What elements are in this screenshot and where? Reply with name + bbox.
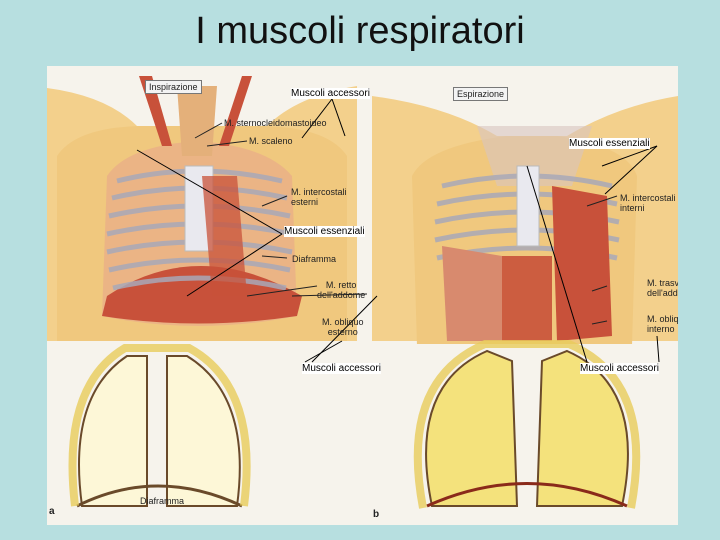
panel-letter-b: b — [373, 509, 380, 520]
label-rectus-abdominis: M. retto dell'addome — [317, 280, 366, 300]
label-diaphragm: Diaframma — [292, 254, 337, 264]
label-diaphragm-bottom: Diaframma — [140, 496, 185, 506]
label-transverse-abdominis: M. trasverso dell'addome — [647, 278, 678, 298]
annotation-essential-left: Muscoli essenziali — [284, 226, 365, 237]
annotation-accessory-top: Muscoli accessori — [291, 88, 370, 99]
annotation-accessory-center: Muscoli accessori — [302, 363, 381, 374]
inspiration-box: Inspirazione — [145, 80, 202, 94]
label-sternocleidomastoid: M. sternocleidomastoideo — [224, 118, 327, 128]
right-torso — [372, 66, 678, 346]
anatomy-illustration — [47, 66, 678, 525]
left-torso — [47, 66, 357, 341]
label-internal-intercostals: M. intercostali interni — [620, 193, 676, 213]
label-internal-oblique: M. obliquo interno — [647, 314, 678, 334]
annotation-arrows — [136, 98, 660, 363]
leader-lines — [194, 122, 618, 325]
annotation-accessory-right: Muscoli accessori — [580, 363, 659, 374]
label-external-intercostals: M. intercostali esterni — [291, 187, 347, 207]
anatomy-figure: Inspirazione Espirazione M. sternocleido… — [47, 66, 678, 525]
label-external-oblique: M. obliquo esterno — [322, 317, 364, 337]
lungs-left — [57, 344, 257, 525]
annotation-essential-right: Muscoli essenziali — [569, 138, 650, 149]
panel-letter-a: a — [49, 506, 55, 517]
lungs-right — [392, 340, 642, 525]
slide-title: I muscoli respiratori — [195, 10, 525, 52]
expiration-box: Espirazione — [453, 87, 509, 101]
label-scalene: M. scaleno — [249, 136, 293, 146]
